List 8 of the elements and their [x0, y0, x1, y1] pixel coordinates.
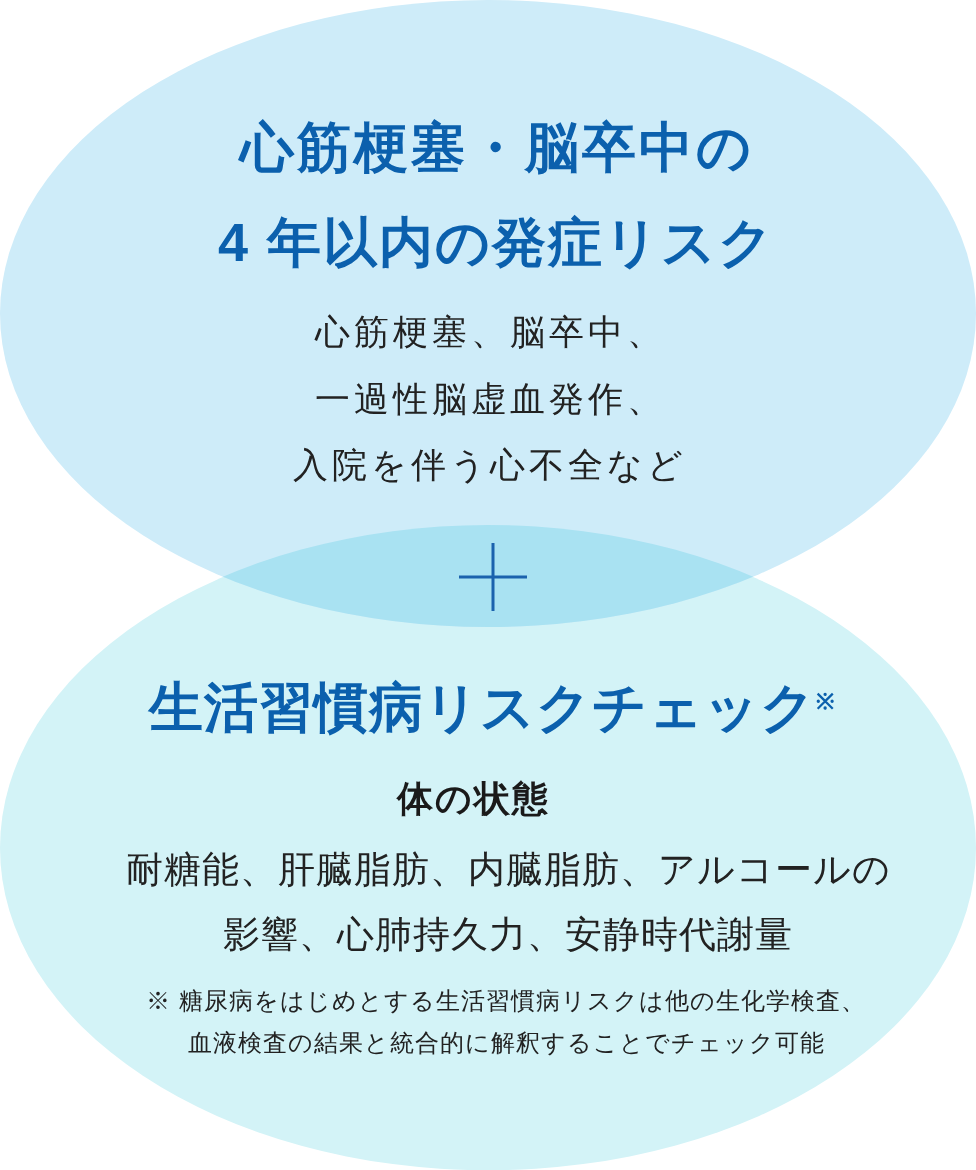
description: 心筋梗塞、脳卒中、一過性脳虚血発作、入院を伴う心不全など	[292, 311, 688, 486]
description: 耐糖能、肝臓脂肪、内臓脂肪、アルコールの影響、心肺持久力、安静時代謝量	[124, 848, 892, 957]
oval-panel	[0, 576, 976, 1170]
footnote: ※ 糖尿病をはじめとする生活習慣病リスクは他の生化学検査、血液検査の結果と統合的に解釈することでチェック可能	[145, 986, 867, 1059]
heading: 生活習慣病リスクチェック$^{※}$	[147, 677, 835, 737]
heading: 心筋梗塞・脳卒中の4 年以内の発症リスク	[218, 116, 777, 274]
oval-panel	[0, 0, 976, 627]
subheading: 体の状態	[395, 777, 551, 821]
